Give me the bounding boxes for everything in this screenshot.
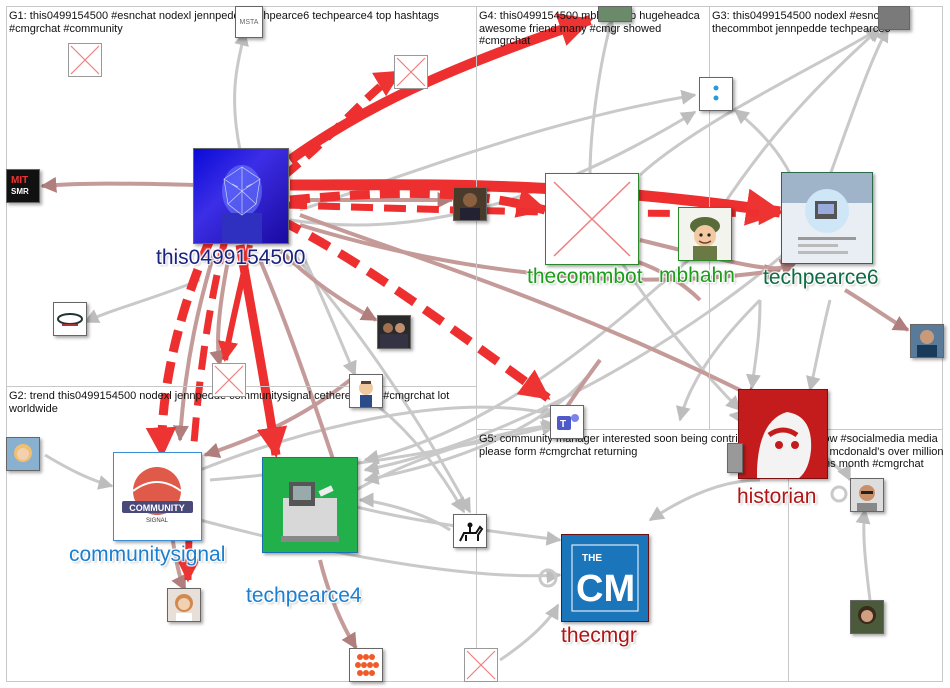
mit-smr-text: MIT [11, 175, 29, 186]
avatar-g4-top[interactable] [598, 6, 632, 22]
avatar-woman-dark[interactable] [850, 600, 884, 634]
horse-rider-icon [459, 522, 484, 542]
person-photo-icon [14, 444, 32, 462]
group-label-g3: G3: this0499154500 nodexl #esnchat theco… [712, 10, 895, 35]
avatar-historian-small[interactable] [727, 443, 743, 473]
thecmgr-logo: THE CM [562, 535, 648, 621]
broken-image-icon [553, 181, 631, 257]
group-label-g1: G1: this0499154500 #esnchat nodexl jennp… [9, 10, 439, 35]
svg-text:CM: CM [576, 568, 635, 610]
avatar-g3-top[interactable] [878, 6, 910, 30]
label-techpearce4: techpearce4 [246, 584, 362, 607]
avatar-orange-logo[interactable] [349, 648, 383, 682]
broken-image-icon [214, 365, 244, 395]
community-signal-logo: COMMUNITY SIGNAL [122, 467, 193, 524]
svg-text:SIGNAL: SIGNAL [146, 518, 169, 524]
group-box-g2 [6, 386, 477, 682]
svg-text:THE: THE [582, 553, 602, 564]
mit-smr-text-2: SMR [11, 187, 29, 196]
label-thecmgr: thecmgr [561, 624, 637, 647]
profile-screenshot-icon [782, 173, 872, 254]
broken-image-node-2[interactable] [394, 55, 428, 89]
avatar-thecmgr[interactable]: THE CM [561, 534, 649, 622]
avatar-mbhahn[interactable] [678, 207, 732, 261]
avatar-woman-redhead[interactable] [167, 588, 201, 622]
cartoon-person-icon [359, 381, 373, 407]
teams-icon: T [557, 414, 579, 430]
broken-image-node-3[interactable] [212, 363, 246, 397]
avatar-techpearce6[interactable] [781, 172, 873, 264]
avatar-dots[interactable] [699, 77, 733, 111]
label-thecommbot: thecommbot [527, 265, 643, 288]
avatar-horse-rider[interactable] [453, 514, 487, 548]
avatar-man-glasses[interactable] [850, 478, 884, 512]
broken-image-node-1[interactable] [68, 43, 102, 77]
person-photo-icon [917, 330, 937, 357]
face-mesh-icon [222, 165, 262, 243]
dots-icon [713, 85, 719, 101]
avatar-mit-smr[interactable]: MIT SMR [6, 169, 40, 203]
svg-text:COMMUNITY: COMMUNITY [129, 503, 185, 513]
computer-desk-icon [281, 482, 339, 542]
msta-text: MSTA [239, 19, 259, 26]
broken-image-icon [466, 650, 496, 680]
label-historian: historian [737, 485, 817, 508]
avatar-talent-logo[interactable] [53, 302, 87, 336]
avatar-person-c[interactable] [910, 324, 944, 358]
avatar-cartoon-man[interactable] [349, 374, 383, 408]
avatar-msta[interactable]: MSTA [235, 6, 263, 38]
avatar-thecommbot[interactable] [545, 173, 639, 265]
svg-text:T: T [560, 419, 566, 430]
cartoon-soldier-icon [690, 217, 720, 260]
avatar-communitysignal[interactable]: COMMUNITY SIGNAL [113, 452, 202, 541]
group-label-g5: G5: community manager interested soon be… [479, 433, 763, 458]
group-photo-icon [380, 323, 408, 348]
avatar-this0499154500[interactable] [193, 148, 289, 244]
label-this0499154500: this0499154500 [156, 246, 306, 269]
thecmgr-self-loop [538, 568, 558, 588]
group-label-g4: G4: this0499154500 mbhahn rip hugeheadca… [479, 10, 700, 47]
avatar-historian[interactable] [738, 389, 828, 479]
person-photo-icon [858, 606, 876, 624]
person-photo-icon [857, 485, 877, 511]
label-techpearce6: techpearce6 [763, 266, 879, 289]
edges-red [145, 13, 784, 583]
avatar-person-a[interactable] [453, 187, 487, 221]
person-photo-icon [460, 193, 480, 220]
talent-logo-icon [57, 313, 83, 326]
broken-image-icon [70, 45, 100, 75]
broken-image-node-4[interactable] [464, 648, 498, 682]
historian-portrait-icon [739, 390, 827, 478]
historian-self-loop [830, 485, 848, 503]
orange-dots-icon [355, 654, 379, 676]
label-communitysignal: communitysignal [69, 543, 226, 566]
label-mbhahn: mbhahn [659, 264, 735, 287]
avatar-teams[interactable]: T [550, 405, 584, 439]
avatar-techpearce4[interactable] [262, 457, 358, 553]
avatar-person-b[interactable] [377, 315, 411, 349]
person-photo-icon [175, 594, 193, 621]
broken-image-icon [396, 57, 426, 87]
avatar-woman-blonde[interactable] [6, 437, 40, 471]
group-box-g6 [788, 429, 943, 682]
